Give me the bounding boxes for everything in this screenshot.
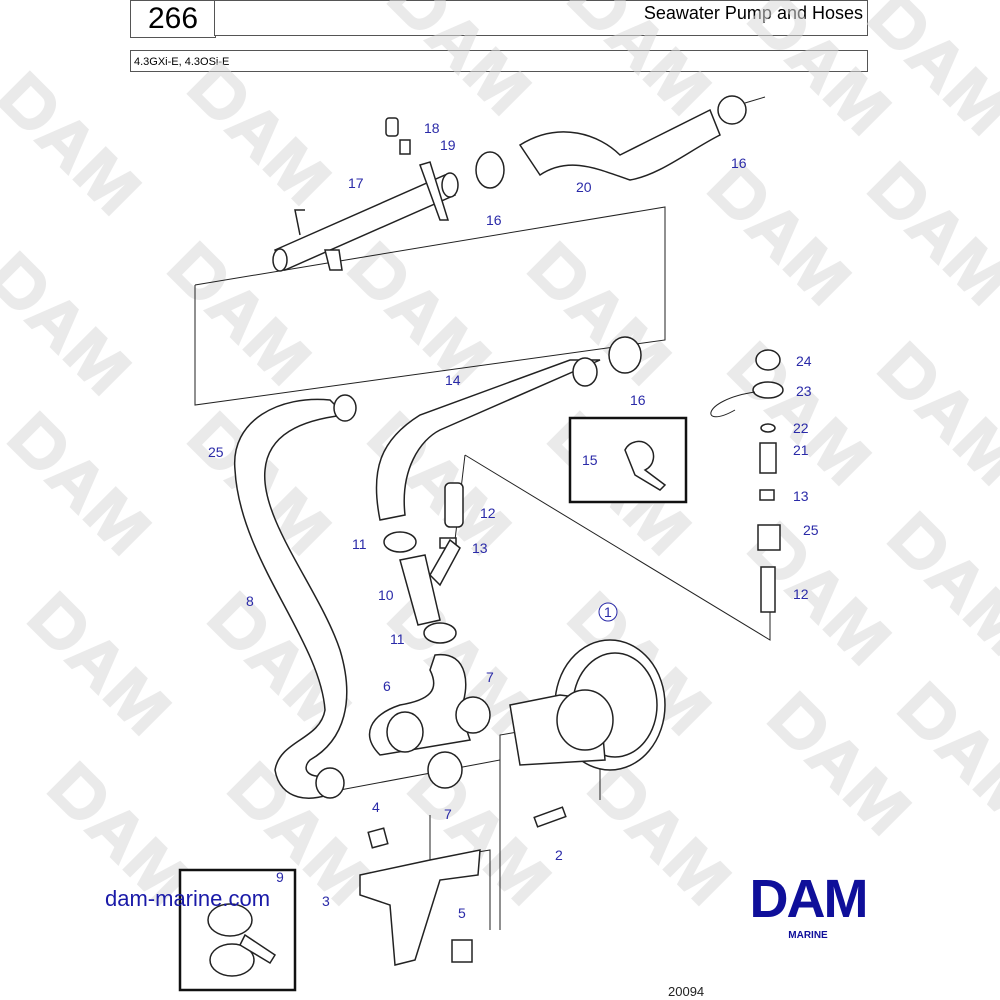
hose-6 xyxy=(369,654,491,789)
callout: 21 xyxy=(793,442,809,458)
watermark-graphic xyxy=(886,510,1000,657)
watermark-graphic xyxy=(766,690,913,837)
callout: 13 xyxy=(472,540,488,556)
watermark-graphic xyxy=(46,760,193,907)
callout: 14 xyxy=(445,372,461,388)
hose-20 xyxy=(475,95,766,189)
callout: 19 xyxy=(440,137,456,153)
watermark-graphic xyxy=(186,60,333,207)
callout: 25 xyxy=(208,444,224,460)
callout: 12 xyxy=(793,586,809,602)
callout: 13 xyxy=(793,488,809,504)
watermark-graphic xyxy=(0,250,133,397)
callout: 22 xyxy=(793,420,809,436)
watermark-graphic xyxy=(706,160,853,307)
watermark-graphic xyxy=(896,680,1000,827)
callout: 4 xyxy=(372,799,380,815)
figure-reference: 20094 xyxy=(668,984,705,999)
hose-8-25 xyxy=(234,394,357,799)
logo-main: DAM xyxy=(749,869,869,929)
callout: 2 xyxy=(555,847,563,863)
callout: 23 xyxy=(796,383,812,399)
callout: 11 xyxy=(390,631,405,647)
page-number: 266 xyxy=(130,0,216,38)
callout: 25 xyxy=(803,522,819,538)
watermark-graphic xyxy=(566,0,713,117)
watermark-graphic xyxy=(386,0,533,117)
callout: 11 xyxy=(352,536,367,552)
callout-labels: 18 19 17 16 20 16 14 16 25 15 24 23 22 2… xyxy=(208,120,819,921)
watermark-graphic xyxy=(6,410,153,557)
callout: 24 xyxy=(796,353,812,369)
watermark-graphic xyxy=(526,240,673,387)
dam-marine-logo: DAM MARINE xyxy=(718,872,898,941)
callout: 9 xyxy=(276,869,284,885)
website-link[interactable]: dam-marine.com xyxy=(105,886,271,911)
callout: 1 xyxy=(604,604,612,620)
callout: 15 xyxy=(582,452,598,468)
inset-clamp-9 xyxy=(178,868,297,992)
callout: 16 xyxy=(731,155,747,171)
seawater-pump xyxy=(359,639,666,966)
callout: 6 xyxy=(383,678,391,694)
callout: 18 xyxy=(424,120,440,136)
watermark-graphic xyxy=(866,160,1000,307)
watermark-graphic xyxy=(586,760,733,907)
callout: 16 xyxy=(630,392,646,408)
callout: 12 xyxy=(480,505,496,521)
hose-14 xyxy=(375,336,642,521)
callout: 10 xyxy=(378,587,394,603)
callout: 5 xyxy=(458,905,466,921)
callout: 7 xyxy=(444,806,452,822)
callout: 3 xyxy=(322,893,330,909)
connector-10-12 xyxy=(383,482,464,644)
drain-parts xyxy=(710,349,784,613)
water-distribution-pipe xyxy=(272,117,459,272)
inset-clamp-15 xyxy=(568,416,688,504)
watermark-graphic xyxy=(876,340,1000,487)
watermark-graphic xyxy=(0,70,143,217)
callout: 7 xyxy=(486,669,494,685)
callout-circle xyxy=(598,602,618,622)
watermark-graphic xyxy=(866,0,1000,137)
callout: 17 xyxy=(348,175,364,191)
logo-sub: MARINE xyxy=(788,930,828,941)
watermark-graphic xyxy=(26,590,173,737)
watermark-graphic xyxy=(346,240,493,387)
callout: 16 xyxy=(486,212,502,228)
callout: 20 xyxy=(576,179,592,195)
callout: 8 xyxy=(246,593,254,609)
